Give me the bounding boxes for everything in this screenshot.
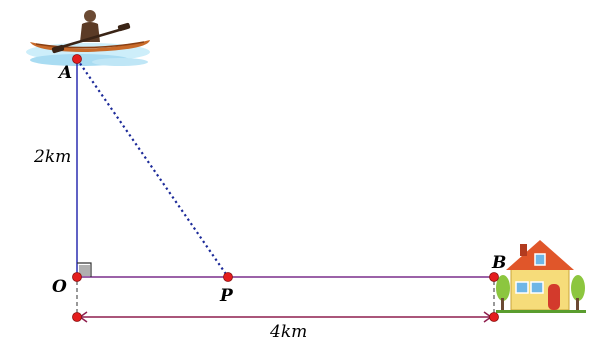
label-O: O bbox=[52, 277, 67, 297]
label-distance-vertical: 2km bbox=[33, 147, 71, 167]
label-distance-horizontal: 4km bbox=[269, 322, 307, 342]
point-A bbox=[72, 54, 82, 64]
label-P: P bbox=[219, 286, 234, 306]
measure-line-4km bbox=[78, 311, 493, 323]
point-P bbox=[223, 272, 233, 282]
segment-AP-dotted bbox=[76, 58, 229, 278]
right-angle-marker bbox=[77, 262, 92, 277]
kayak-icon bbox=[26, 10, 150, 66]
point-B bbox=[489, 272, 499, 282]
house-icon bbox=[496, 240, 586, 313]
measure-end-left bbox=[72, 312, 82, 322]
point-O bbox=[72, 272, 82, 282]
label-A: A bbox=[57, 63, 72, 83]
measure-end-right bbox=[489, 312, 499, 322]
label-B: B bbox=[491, 253, 506, 273]
